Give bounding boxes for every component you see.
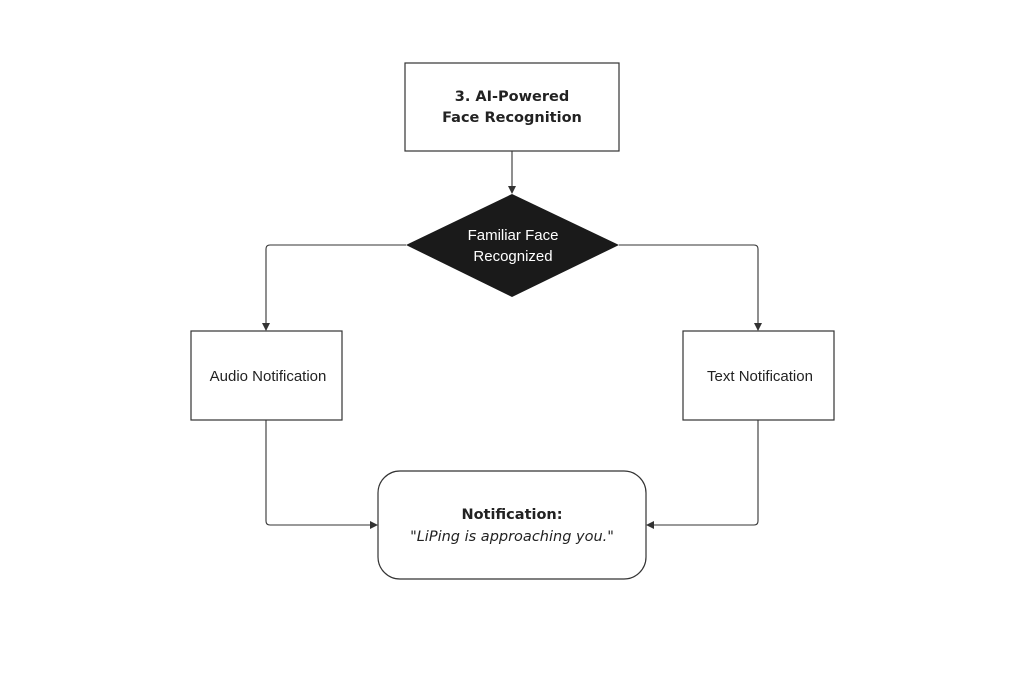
decision-line2: Recognized xyxy=(473,248,552,265)
face-recognition-node: 3. AI-Powered Face Recognition xyxy=(404,62,620,152)
connector-decision-to-text xyxy=(619,244,762,331)
familiar-face-decision-node: Familiar Face Recognized xyxy=(406,194,619,297)
notification-message: "LiPing is approaching you." xyxy=(410,529,614,545)
connector-audio-to-notification xyxy=(265,420,378,529)
decision-diamond xyxy=(406,194,619,297)
notification-node: Notification: "LiPing is approaching you… xyxy=(377,470,647,580)
notification-title: Notification: xyxy=(461,507,562,523)
face-recognition-line1: 3. AI-Powered xyxy=(455,89,569,105)
face-recognition-line2: Face Recognition xyxy=(442,110,582,126)
text-notification-label: Text Notification xyxy=(707,368,813,385)
decision-line1: Familiar Face xyxy=(468,227,559,244)
audio-notification-label: Audio Notification xyxy=(210,368,327,385)
text-notification-node: Text Notification xyxy=(682,330,835,421)
audio-notification-node: Audio Notification xyxy=(190,330,343,421)
connector-text-to-notification xyxy=(646,420,759,529)
connector-decision-to-audio xyxy=(262,244,406,331)
